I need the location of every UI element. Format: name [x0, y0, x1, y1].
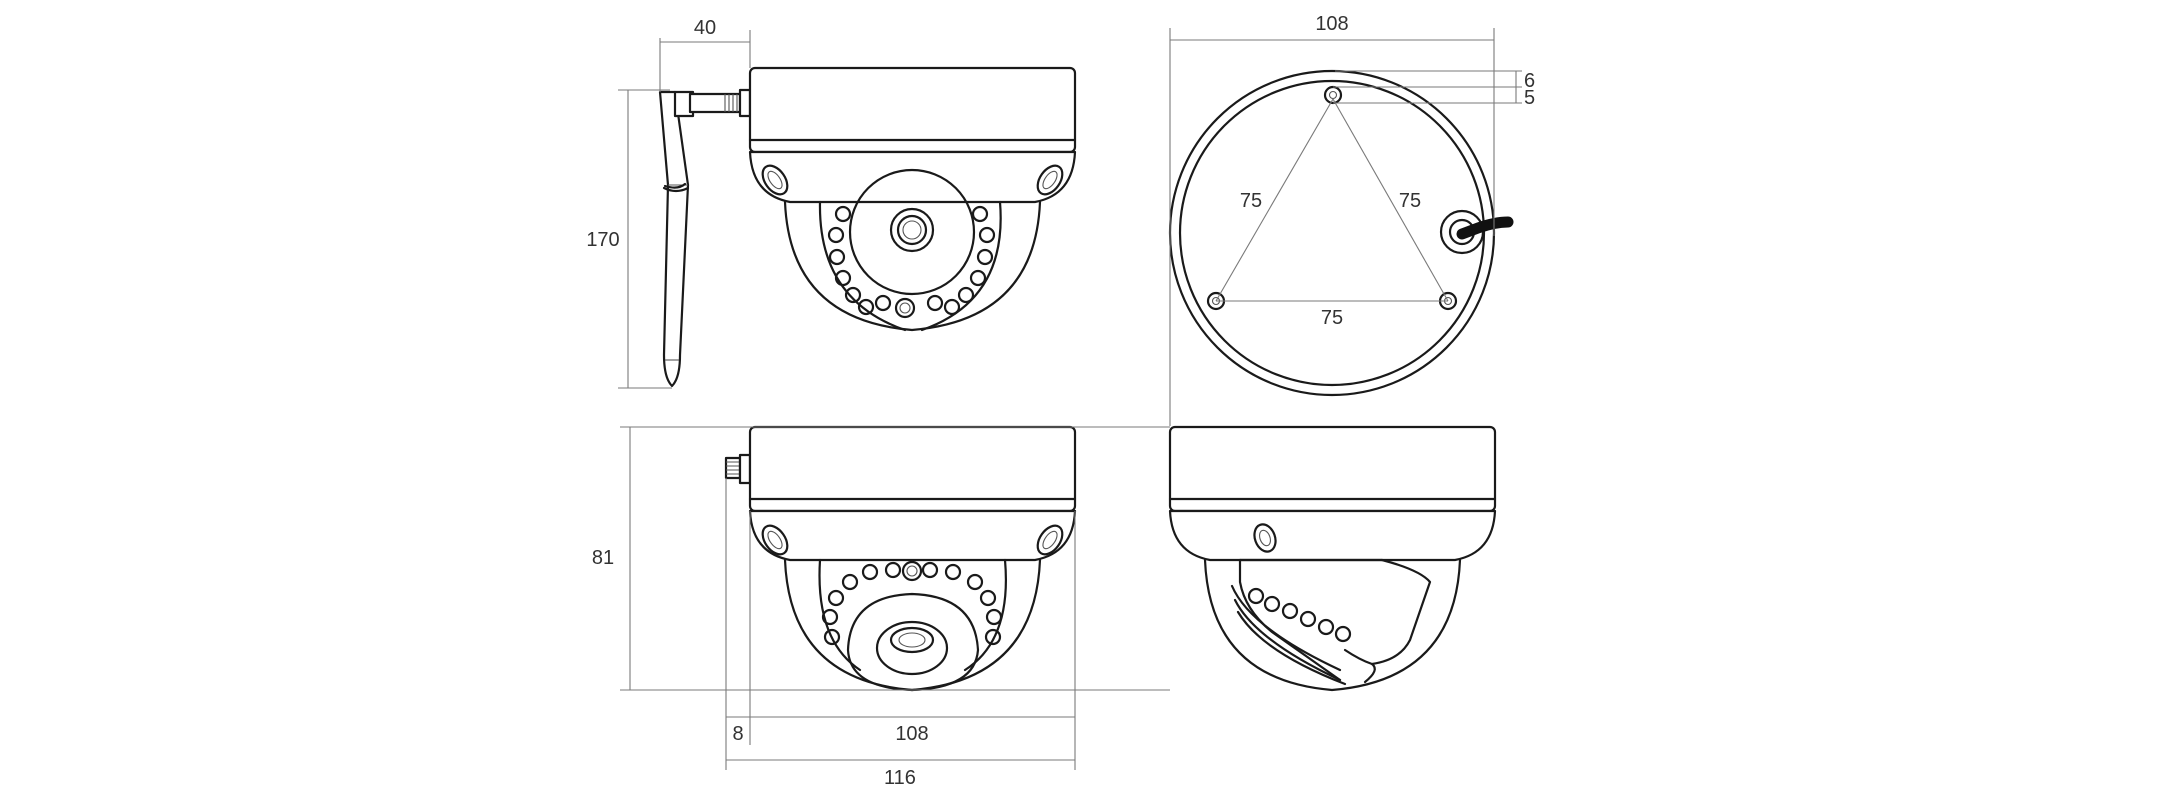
- front-view: [724, 425, 1077, 692]
- dim-label-antenna-offset: 40: [694, 17, 716, 39]
- dim-label-hole-spacing-left: 75: [1240, 190, 1262, 212]
- ir-led-ring: [827, 205, 996, 319]
- dim-label-top-diameter: 108: [1315, 13, 1348, 35]
- camera-lens: [848, 168, 976, 296]
- dim-label-screw-offset-b: 5: [1524, 87, 1535, 109]
- top-view: 75 75 75: [1168, 69, 1514, 397]
- dimension-widths: 8 108 116: [725, 478, 1076, 789]
- tilted-lens-module: [1230, 558, 1432, 686]
- dim-label-body-width: 108: [895, 723, 928, 745]
- dim-label-total-height: 170: [586, 229, 619, 251]
- side-view: [1168, 425, 1497, 692]
- dimension-total-height: 170: [586, 89, 672, 389]
- dimension-top-diameter: 108: [1169, 13, 1495, 426]
- antenna: [658, 88, 752, 388]
- dimension-body-height: 81: [592, 426, 1170, 691]
- dim-label-overall-width: 116: [884, 767, 916, 789]
- dim-label-hole-spacing-bottom: 75: [1321, 307, 1343, 329]
- cable-gland: [1439, 209, 1514, 255]
- dim-label-body-height: 81: [592, 547, 614, 569]
- dim-label-screw-offset-a: 6: [1524, 70, 1535, 92]
- antenna-connector: [724, 453, 752, 485]
- dim-label-hole-spacing-right: 75: [1399, 190, 1421, 212]
- ir-led-ring-front: [821, 560, 1003, 646]
- antenna-knurl: [724, 94, 738, 112]
- dimension-screw-offsets: 6 5: [1333, 70, 1535, 109]
- camera-lens-front: [846, 592, 980, 692]
- dimension-antenna-offset: 40: [659, 17, 751, 92]
- dim-label-connector-depth: 8: [732, 723, 743, 745]
- hole-spacing-triangle: [1215, 98, 1449, 302]
- side-view-with-antenna: [658, 66, 1077, 388]
